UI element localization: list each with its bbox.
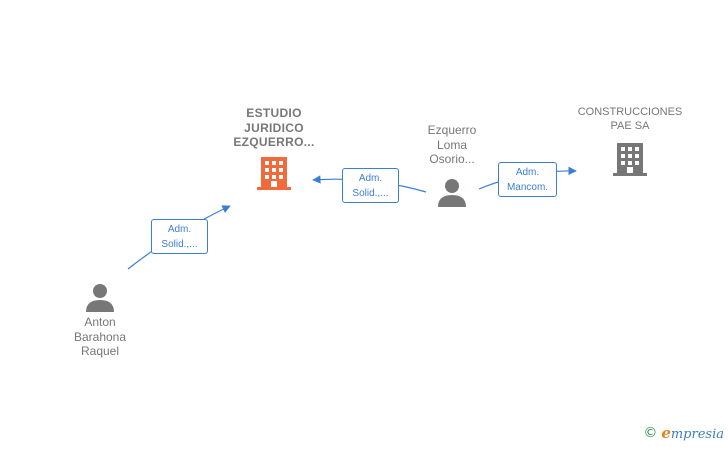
company-name: CONSTRUCCIONES PAE SA [577,106,683,132]
relation-role: Adm. [167,224,192,235]
person-name: Anton Barahona Raquel [73,315,127,358]
relation-label-ezquerro-estudio[interactable]: Adm. Solid.,... [342,168,399,203]
person-icon [86,284,114,312]
brand-name: mpresia [670,427,724,442]
building-icon [257,156,291,190]
building-icon [613,143,647,176]
node-anton-barahona-raquel[interactable]: Anton Barahona Raquel [60,282,140,359]
company-name: ESTUDIO JURIDICO EZQUERRO... [233,106,315,149]
relation-detail: Solid.,... [161,239,198,250]
relation-label-anton-estudio[interactable]: Adm. Solid.,... [151,219,208,254]
empresia-logo[interactable]: © empresia [643,424,724,442]
relation-role: Adm. [358,173,383,184]
node-construcciones-pae[interactable]: CONSTRUCCIONES PAE SA [568,105,692,177]
node-ezquerro-loma-osorio[interactable]: Ezquerro Loma Osorio... [412,123,492,207]
copyright-icon: © [643,425,658,441]
relation-role: Adm. [515,167,540,178]
person-icon [438,178,466,207]
relation-detail: Solid.,... [352,188,389,199]
relation-label-ezquerro-construcciones[interactable]: Adm. Mancom. [498,162,557,197]
node-estudio-juridico[interactable]: ESTUDIO JURIDICO EZQUERRO... [214,106,334,191]
brand-initial: e [661,424,671,442]
person-name: Ezquerro Loma Osorio... [427,123,477,166]
relation-detail: Mancom. [506,182,549,193]
